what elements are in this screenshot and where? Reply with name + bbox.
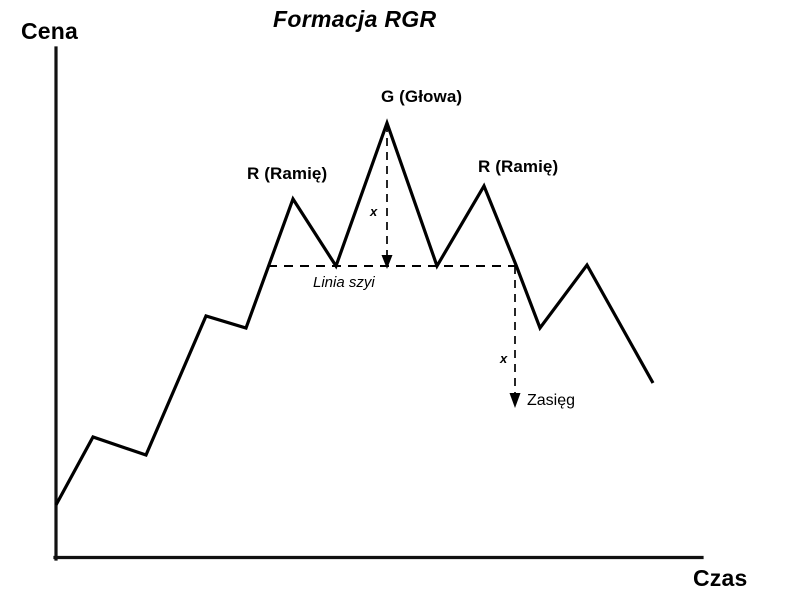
- head-measure-label: x: [370, 204, 378, 219]
- target-measure-label: x: [500, 351, 508, 366]
- chart-title: Formacja RGR: [273, 6, 437, 32]
- axes: [53, 46, 704, 561]
- x-axis-label: Czas: [693, 565, 748, 591]
- neckline-label: Linia szyi: [313, 274, 375, 291]
- left-shoulder-label: R (Ramię): [247, 164, 328, 183]
- price-line: [54, 118, 655, 506]
- target-label: Zasięg: [527, 392, 576, 409]
- head-label: G (Głowa): [381, 87, 463, 106]
- target-measure-arrow: [509, 266, 521, 408]
- head-measure-arrow: [381, 124, 393, 269]
- right-shoulder-label: R (Ramię): [478, 157, 559, 176]
- y-axis-label: Cena: [21, 18, 79, 44]
